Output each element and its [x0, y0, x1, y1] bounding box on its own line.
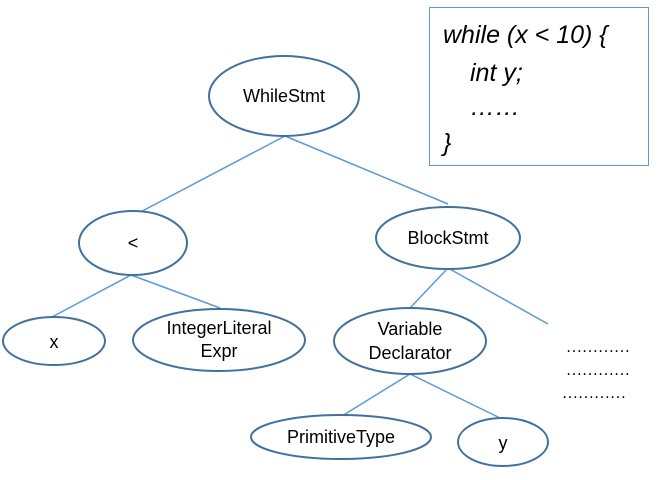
- code-line-1: while (x < 10) {: [443, 21, 608, 49]
- node-label-primitivetype: PrimitiveType: [287, 427, 395, 447]
- node-label-integerliteralexpr-line2: Expr: [200, 341, 237, 361]
- node-integerliteralexpr: IntegerLiteral Expr: [132, 308, 306, 372]
- node-blockstmt: BlockStmt: [375, 206, 521, 270]
- node-variabledeclarator: Variable Declarator: [333, 307, 487, 375]
- code-line-3: ……: [470, 93, 520, 121]
- node-label-whilestmt: WhileStmt: [243, 86, 325, 106]
- code-line-4: }: [443, 129, 452, 157]
- edge-variabledeclarator-y: [409, 373, 501, 419]
- code-line-2: int y;: [470, 59, 523, 87]
- edge-blockstmt-variabledeclarator: [409, 267, 449, 309]
- node-less-than: <: [78, 210, 188, 276]
- tree-edges: [49, 135, 549, 419]
- node-label-less-than: <: [128, 233, 139, 253]
- edge-whilestmt-blockstmt: [284, 135, 449, 205]
- edge-variabledeclarator-primitivetype: [341, 373, 411, 417]
- node-x: x: [2, 316, 106, 366]
- edge-blockstmt-ellipsis: [447, 267, 549, 325]
- ellipsis-line-1: …………: [566, 339, 630, 356]
- node-label-variabledeclarator-line1: Variable: [378, 319, 443, 339]
- node-label-variabledeclarator-line2: Declarator: [368, 343, 451, 363]
- node-label-y: y: [499, 433, 508, 453]
- node-whilestmt: WhileStmt: [208, 55, 360, 137]
- node-label-x: x: [50, 332, 59, 352]
- node-label-blockstmt: BlockStmt: [407, 228, 488, 248]
- edge-less-than-x: [49, 274, 132, 319]
- edge-less-than-integerliteralexpr: [130, 274, 221, 309]
- node-y: y: [457, 417, 549, 467]
- ellipsis-line-3: …………: [562, 385, 626, 402]
- node-primitivetype: PrimitiveType: [250, 414, 432, 460]
- ellipsis-line-2: …………: [566, 362, 630, 379]
- node-label-integerliteralexpr-line1: IntegerLiteral: [166, 318, 271, 338]
- source-code-box: while (x < 10) { int y; …… }: [429, 7, 649, 166]
